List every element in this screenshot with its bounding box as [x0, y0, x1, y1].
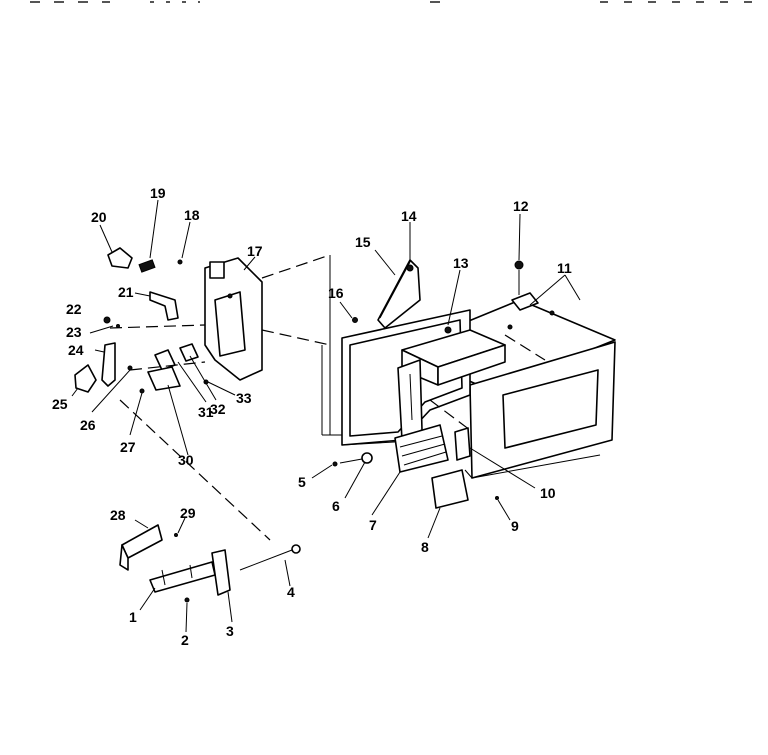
- callout-28: 28: [110, 507, 126, 523]
- callout-4: 4: [287, 584, 295, 600]
- screw-16: [352, 317, 358, 323]
- block-32: [179, 343, 199, 362]
- screw-29: [174, 533, 178, 537]
- callout-13: 13: [453, 255, 469, 271]
- nut-22: [103, 316, 111, 324]
- screw-18: [177, 259, 183, 265]
- vertical-duct: [397, 359, 423, 441]
- screw-13: [444, 326, 452, 334]
- screw-11a: [507, 324, 513, 330]
- bracket-28-leg: [119, 544, 129, 571]
- callout-11: 11: [557, 260, 572, 276]
- latch-hole: [227, 293, 233, 299]
- callout-20: 20: [91, 209, 107, 225]
- callout-22: 22: [66, 301, 82, 317]
- bolt-4: [291, 544, 301, 554]
- lever-21: [149, 291, 179, 321]
- callout-17: 17: [247, 243, 263, 259]
- callout-27: 27: [120, 439, 136, 455]
- callout-7: 7: [369, 517, 377, 533]
- bracket-15: [352, 230, 421, 329]
- callout-10: 10: [540, 485, 556, 501]
- callout-5: 5: [298, 474, 306, 490]
- callout-1: 1: [129, 609, 137, 625]
- hook-24: [101, 342, 116, 387]
- bracket-30: [147, 366, 181, 391]
- spring-19: [138, 259, 156, 273]
- callout-6: 6: [332, 498, 340, 514]
- screw-2: [184, 597, 190, 603]
- callout-14: 14: [401, 208, 417, 224]
- washer-23: [116, 324, 120, 328]
- callout-26: 26: [80, 417, 96, 433]
- bracket-11: [511, 292, 539, 311]
- bracket-3: [211, 549, 231, 596]
- callout-24: 24: [68, 342, 84, 358]
- callout-29: 29: [180, 505, 196, 521]
- callout-12: 12: [513, 198, 529, 214]
- callout-23: 23: [66, 324, 82, 340]
- callout-30: 30: [178, 452, 194, 468]
- bracket-28: [121, 524, 163, 559]
- callout-8: 8: [421, 539, 429, 555]
- filter-8: [431, 469, 469, 509]
- callout-21: 21: [118, 284, 134, 300]
- lower-bracket-assembly: [119, 524, 301, 603]
- part-20: [107, 247, 133, 269]
- callout-19: 19: [150, 185, 166, 201]
- nut-6: [361, 452, 373, 464]
- screw-9: [495, 496, 499, 500]
- callout-33: 33: [236, 390, 252, 406]
- latch-plate-window: [214, 291, 246, 357]
- plate-1: [149, 561, 216, 593]
- screw-14: [406, 264, 414, 272]
- oven-cavity-assembly: [341, 260, 616, 479]
- callout-32: 32: [210, 401, 226, 417]
- latch-assembly: [74, 247, 342, 541]
- callout-9: 9: [511, 518, 519, 534]
- callout-2: 2: [181, 632, 189, 648]
- callout-labels: 19 20 18 17 21 22 23 24 25 26 27 30 31 3…: [52, 185, 572, 648]
- viewing-window: [502, 369, 599, 449]
- magnetron-assembly: [332, 424, 499, 509]
- latch-tab: [209, 261, 225, 279]
- callout-31: 31: [198, 404, 214, 420]
- screw-5: [332, 461, 338, 467]
- callout-3: 3: [226, 623, 234, 639]
- screw-11b: [549, 310, 555, 316]
- callout-18: 18: [184, 207, 200, 223]
- clip-25: [74, 364, 97, 393]
- bracket-15-body: [377, 259, 421, 329]
- leader-lines: [71, 199, 581, 633]
- callout-15: 15: [355, 234, 371, 250]
- part-10: [454, 427, 471, 461]
- callout-25: 25: [52, 396, 68, 412]
- screw-12: [514, 260, 524, 270]
- callout-16: 16: [328, 285, 344, 301]
- magnetron-7: [394, 424, 449, 473]
- waveguide-side: [437, 344, 506, 386]
- screw-27: [139, 388, 145, 394]
